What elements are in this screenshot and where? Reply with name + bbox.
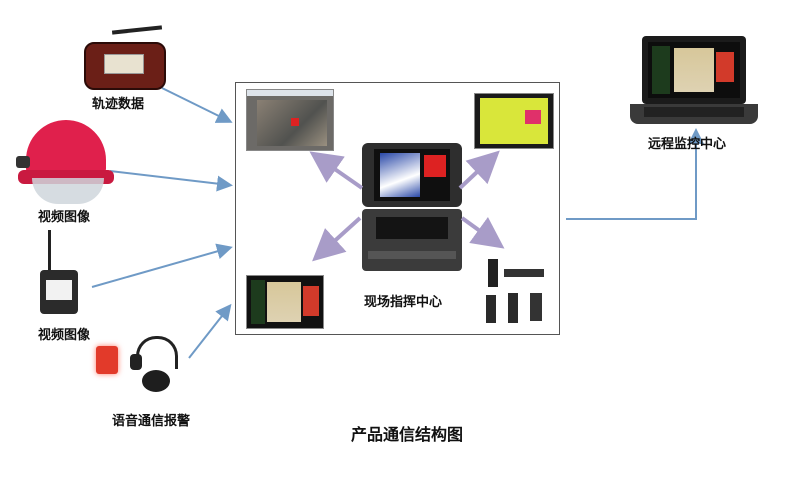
arrow-remote (566, 128, 704, 220)
trajectory-device (82, 25, 166, 90)
arrow-to-status (458, 150, 500, 190)
map-screenshot (246, 89, 334, 151)
voice-alarm-device (94, 334, 194, 398)
radio-device (40, 230, 80, 314)
arrow-trajectory (161, 87, 233, 123)
arrow-voice (188, 303, 232, 359)
arrow-radio (91, 243, 233, 288)
status-screen (474, 93, 554, 149)
helmet-camera-device (14, 118, 114, 204)
field-terminal-case (362, 143, 462, 275)
label-trajectory: 轨迹数据 (92, 97, 145, 112)
label-remote: 远程监控中心 (648, 137, 727, 152)
label-onsite: 现场指挥中心 (364, 295, 443, 310)
arrow-helmet (109, 170, 233, 192)
firefighter-figures (482, 255, 552, 327)
label-video-1: 视频图像 (38, 210, 91, 225)
monitor-screen (246, 275, 324, 329)
arrow-to-monitor (312, 216, 362, 262)
label-voice: 语音通信报警 (112, 414, 191, 429)
arrow-to-figures (460, 216, 505, 249)
arrow-to-map (309, 151, 364, 190)
remote-laptop (630, 36, 758, 128)
label-video-2: 视频图像 (38, 328, 91, 343)
onsite-command-panel: 现场指挥中心 (235, 82, 560, 335)
diagram-caption: 产品通信结构图 (351, 425, 464, 444)
